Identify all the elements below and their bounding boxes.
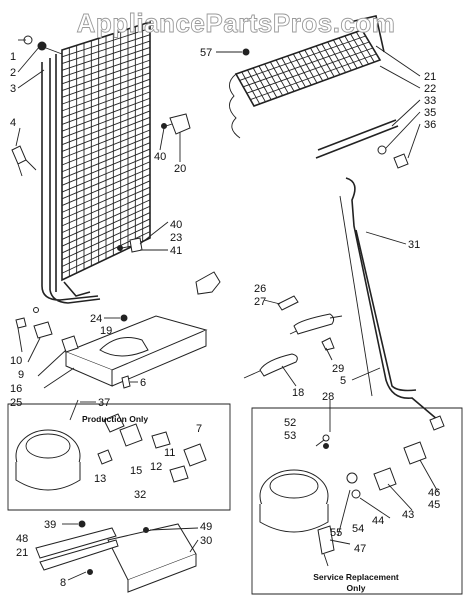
callout-2: 2 — [10, 67, 16, 79]
watermark-logo: AppliancePartsPros.com — [77, 8, 396, 38]
filter-drier — [243, 295, 343, 379]
callout-35: 35 — [424, 107, 436, 119]
callout-4: 4 — [10, 117, 16, 129]
callout-48: 48 — [16, 533, 28, 545]
callout-21: 21 — [16, 547, 28, 559]
small-parts-left — [15, 307, 131, 389]
callout-25: 25 — [10, 397, 22, 409]
callout-15: 15 — [130, 465, 142, 477]
callout-37: 37 — [98, 397, 110, 409]
callout-12: 12 — [150, 461, 162, 473]
callout-44: 44 — [372, 515, 384, 527]
callout-54: 54 — [352, 523, 364, 535]
callout-8: 8 — [60, 577, 66, 589]
callout-31: 31 — [408, 239, 420, 251]
callout-11: 11 — [164, 447, 175, 459]
callout-39: 39 — [44, 519, 56, 531]
callout-21: 21 — [424, 71, 436, 83]
callout-9: 9 — [18, 369, 24, 381]
callout-24: 24 — [90, 313, 102, 325]
base-plate — [35, 520, 197, 593]
callout-33: 33 — [424, 95, 436, 107]
callout-55: 55 — [330, 527, 342, 539]
screw-part — [242, 48, 250, 56]
callout-numbers: 1 2 3 4 57 21 22 33 35 36 40 20 40 23 41… — [10, 47, 440, 589]
callout-20: 20 — [174, 163, 186, 175]
callout-7: 7 — [196, 423, 202, 435]
clip-part — [11, 145, 37, 177]
condenser-coil — [41, 20, 151, 304]
callout-52: 52 — [284, 417, 296, 429]
service-box — [251, 407, 463, 595]
callout-16: 16 — [10, 383, 22, 395]
callout-6: 6 — [140, 377, 146, 389]
leader-lines — [15, 39, 439, 581]
callout-18: 18 — [292, 387, 304, 399]
callout-53: 53 — [284, 430, 296, 442]
production-box — [7, 399, 231, 511]
callout-43: 43 — [402, 509, 414, 521]
production-only-label: Production Only — [82, 414, 148, 424]
callout-13: 13 — [94, 473, 106, 485]
callout-22: 22 — [424, 83, 436, 95]
callout-45: 45 — [428, 499, 440, 511]
callout-40: 40 — [154, 151, 166, 163]
part-40-41 — [117, 237, 221, 295]
callout-28: 28 — [322, 391, 334, 403]
callout-30: 30 — [200, 535, 212, 547]
service-only-label: Only — [347, 583, 366, 593]
suction-line — [339, 177, 445, 431]
callout-47: 47 — [354, 543, 366, 555]
callout-10: 10 — [10, 355, 22, 367]
callout-29: 29 — [332, 363, 344, 375]
service-replacement-label: Service Replacement — [313, 572, 399, 582]
callout-40: 40 — [170, 219, 182, 231]
grommet-part — [23, 35, 63, 55]
callout-57: 57 — [200, 47, 212, 59]
callout-36: 36 — [424, 119, 436, 131]
callout-19: 19 — [100, 325, 112, 337]
callout-1: 1 — [10, 51, 16, 63]
evaporator-coil — [229, 15, 409, 169]
callout-3: 3 — [10, 83, 16, 95]
callout-46: 46 — [428, 487, 440, 499]
bracket-part — [161, 113, 191, 135]
callout-27: 27 — [254, 296, 266, 308]
callout-26: 26 — [254, 283, 266, 295]
callout-23: 23 — [170, 232, 182, 244]
callout-32: 32 — [134, 489, 146, 501]
callout-41: 41 — [170, 245, 182, 257]
callout-5: 5 — [340, 375, 346, 387]
callout-49: 49 — [200, 521, 212, 533]
drain-pan — [64, 315, 208, 387]
